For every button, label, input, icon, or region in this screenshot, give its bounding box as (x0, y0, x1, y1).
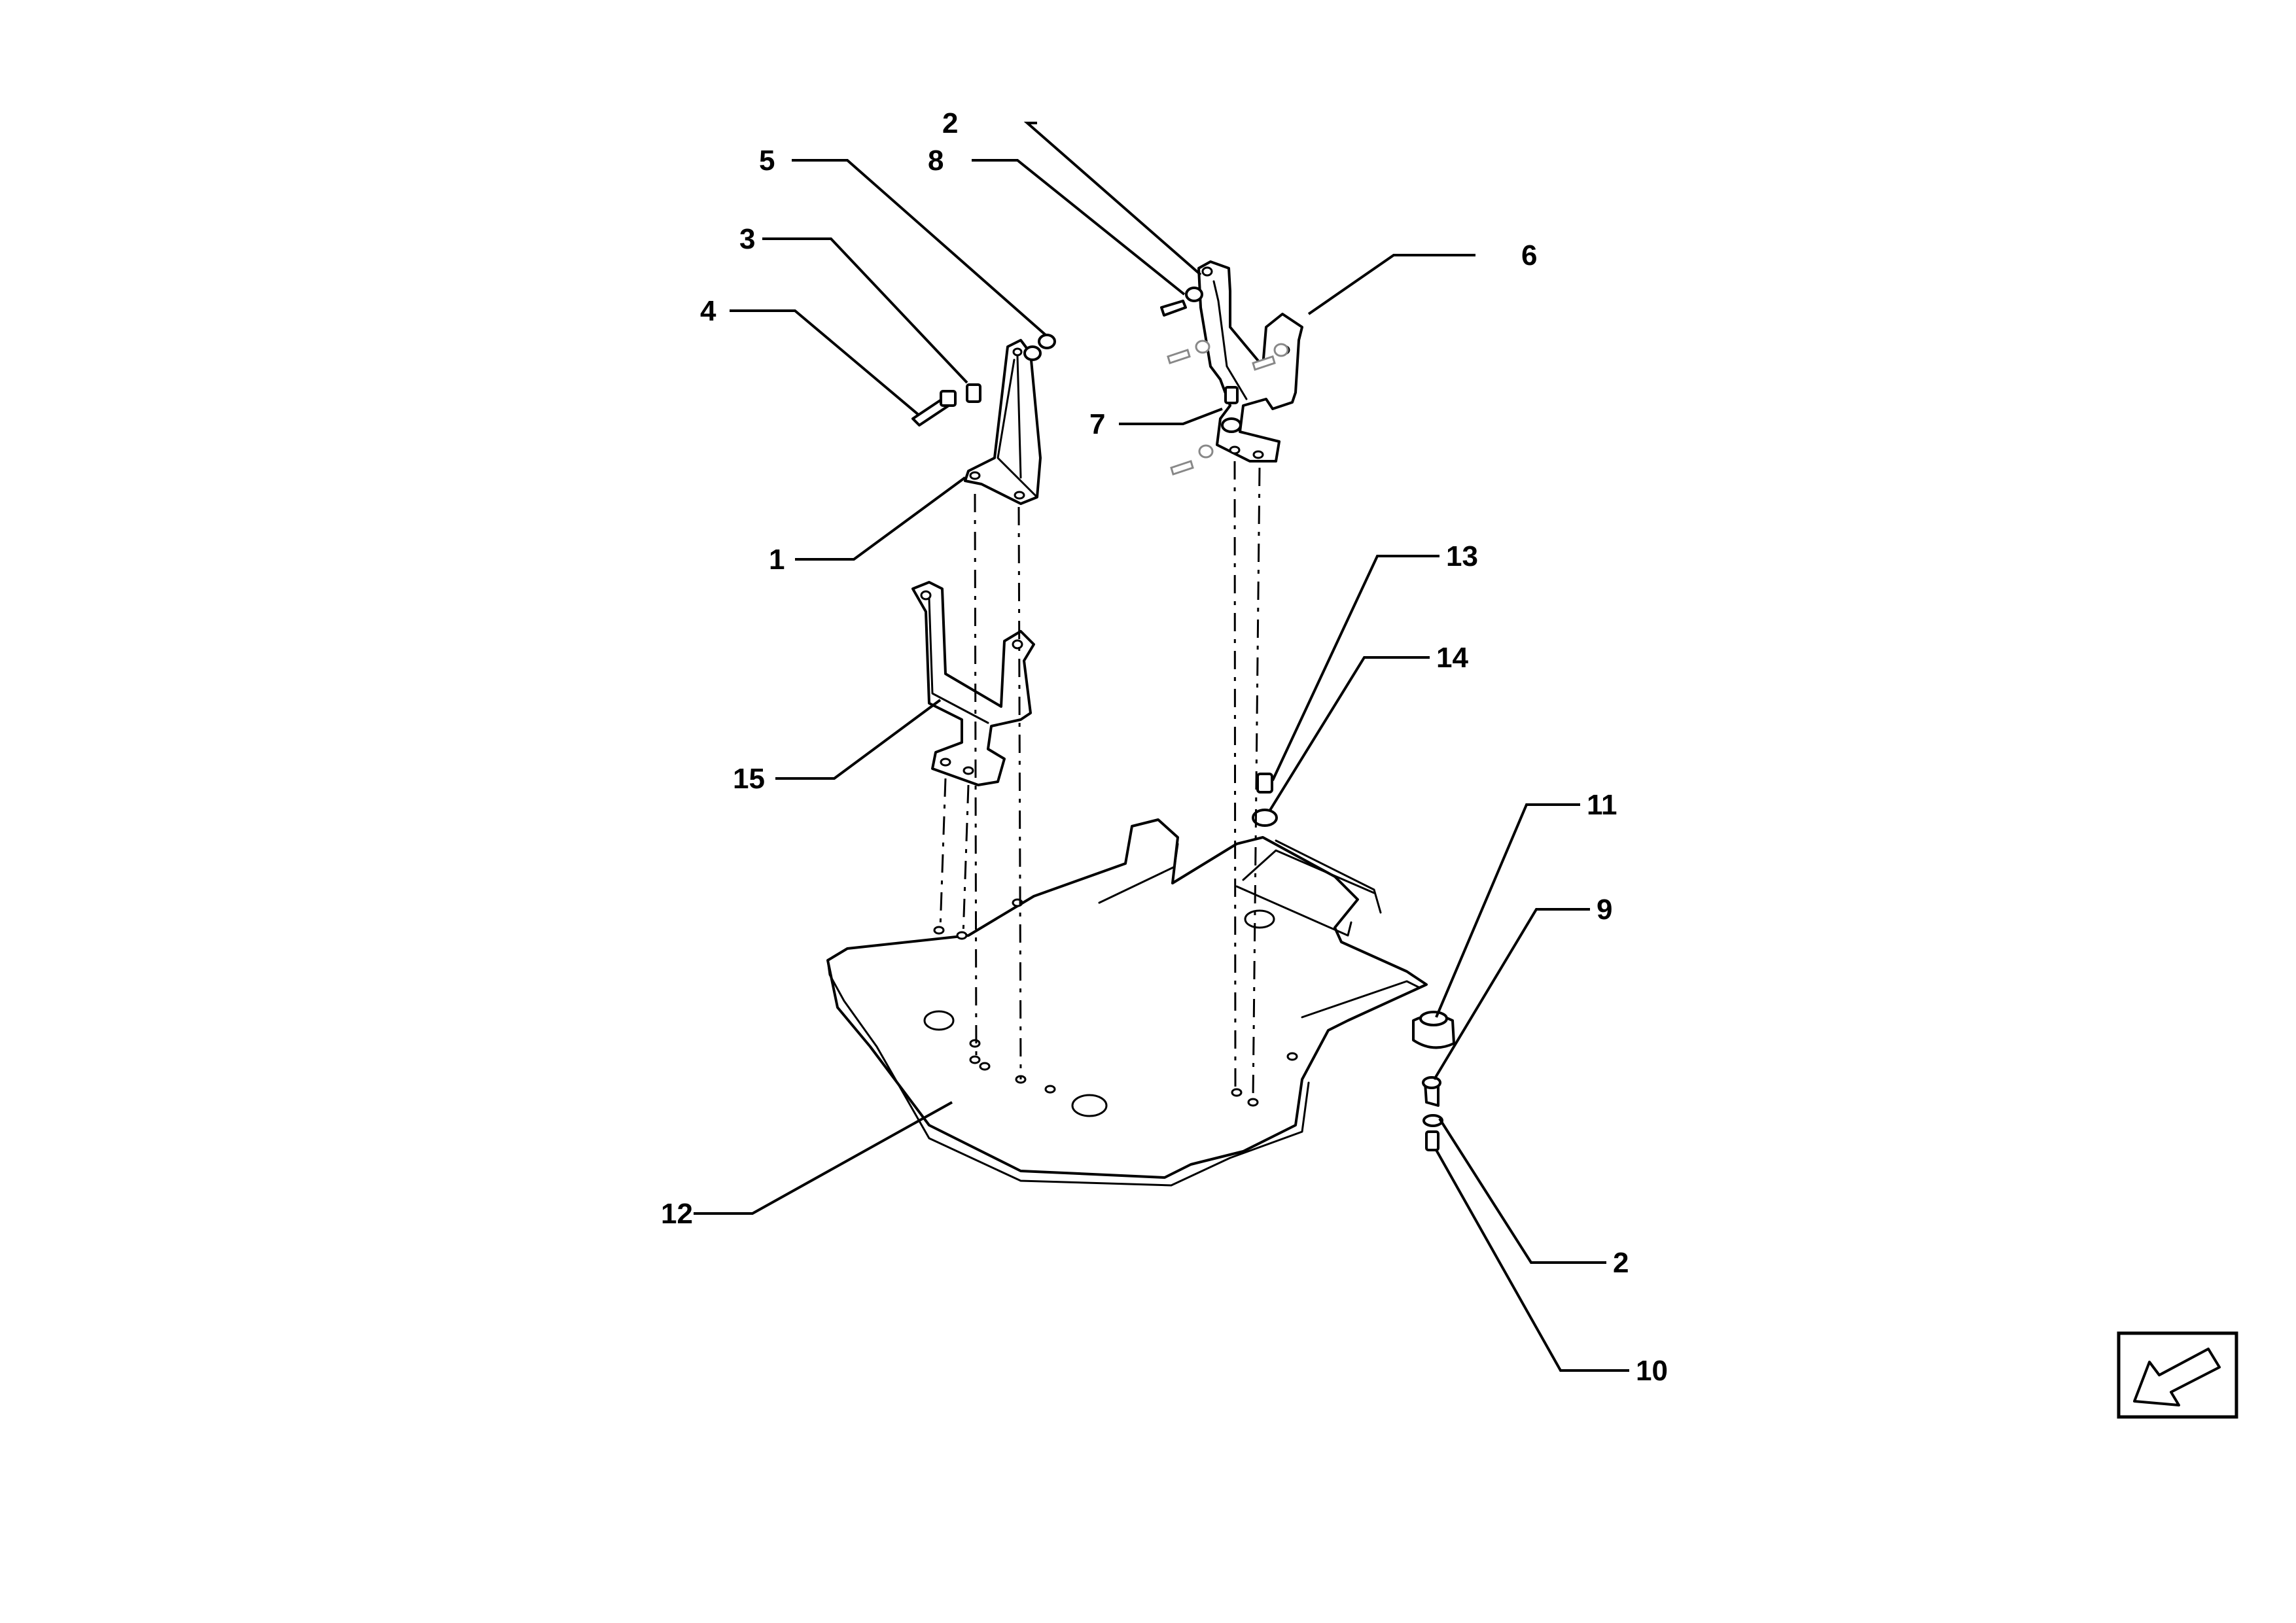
grommet-and-screws-9-10-11 (1412, 1011, 1455, 1151)
callout-4: 4 (700, 295, 716, 327)
upper-u-bracket (1197, 260, 1303, 462)
callout-1: 1 (769, 544, 785, 576)
callout-11: 11 (1587, 789, 1617, 821)
callout-9: 9 (1597, 894, 1612, 926)
callout-14: 14 (1436, 642, 1468, 674)
assembly-lines (939, 461, 1261, 1100)
callout-12: 12 (661, 1198, 693, 1230)
callout-8: 8 (928, 145, 944, 177)
callout-10: 10 (1636, 1355, 1668, 1387)
base-plate (826, 818, 1428, 1187)
callout-13: 13 (1446, 540, 1478, 572)
bolt-and-screws-group (911, 334, 1056, 427)
front-direction-arrow-icon (2117, 1331, 2238, 1419)
callout-labels: 2 8 5 3 4 6 7 1 15 13 14 11 9 2 10 12 (661, 107, 1668, 1387)
screw-and-washer-13-14 (1252, 773, 1278, 827)
callout-5: 5 (759, 145, 775, 177)
callout-7: 7 (1089, 408, 1105, 440)
lower-u-bracket (911, 581, 1035, 786)
callout-2-bottom: 2 (1613, 1247, 1629, 1279)
leader-lines (694, 122, 1629, 1372)
fastener-group-upper (1160, 287, 1289, 476)
support-bracket (964, 339, 1042, 505)
callout-6: 6 (1521, 239, 1537, 271)
callout-2-top: 2 (942, 107, 958, 139)
callout-3: 3 (739, 223, 755, 255)
callout-15: 15 (733, 763, 765, 795)
